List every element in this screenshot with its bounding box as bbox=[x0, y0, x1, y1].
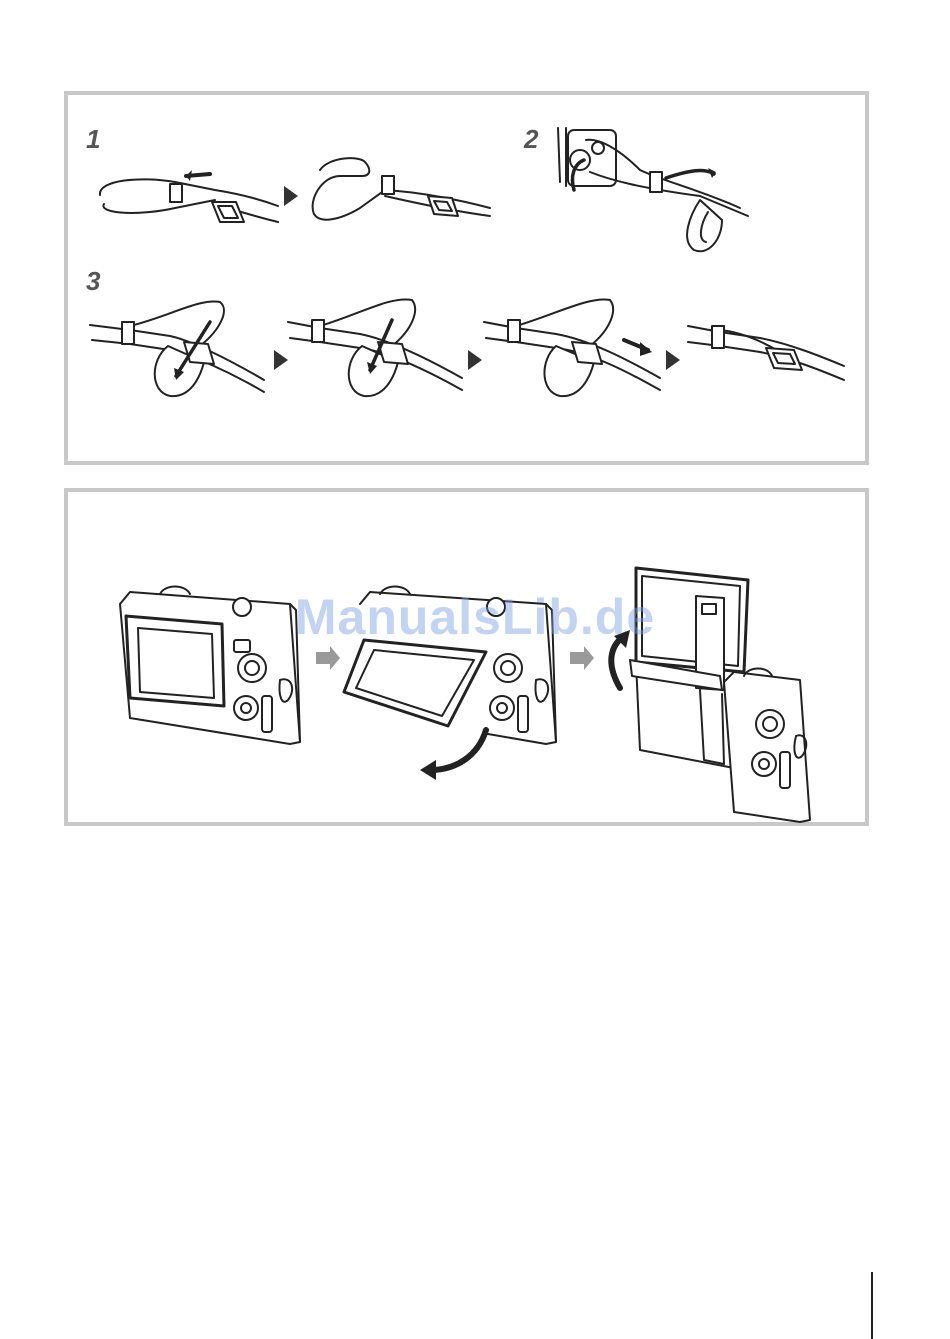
tilt-down-arrow-icon bbox=[430, 730, 486, 770]
next-step-arrow-icon bbox=[570, 646, 594, 670]
page-edge-rule bbox=[871, 1272, 873, 1339]
camera-monitor-flipped-up-illustration bbox=[630, 568, 810, 822]
camera-monitor-closed-illustration bbox=[120, 587, 300, 745]
camera-monitor-tilted-down-illustration bbox=[344, 587, 556, 745]
next-step-arrow-icon bbox=[316, 646, 340, 670]
